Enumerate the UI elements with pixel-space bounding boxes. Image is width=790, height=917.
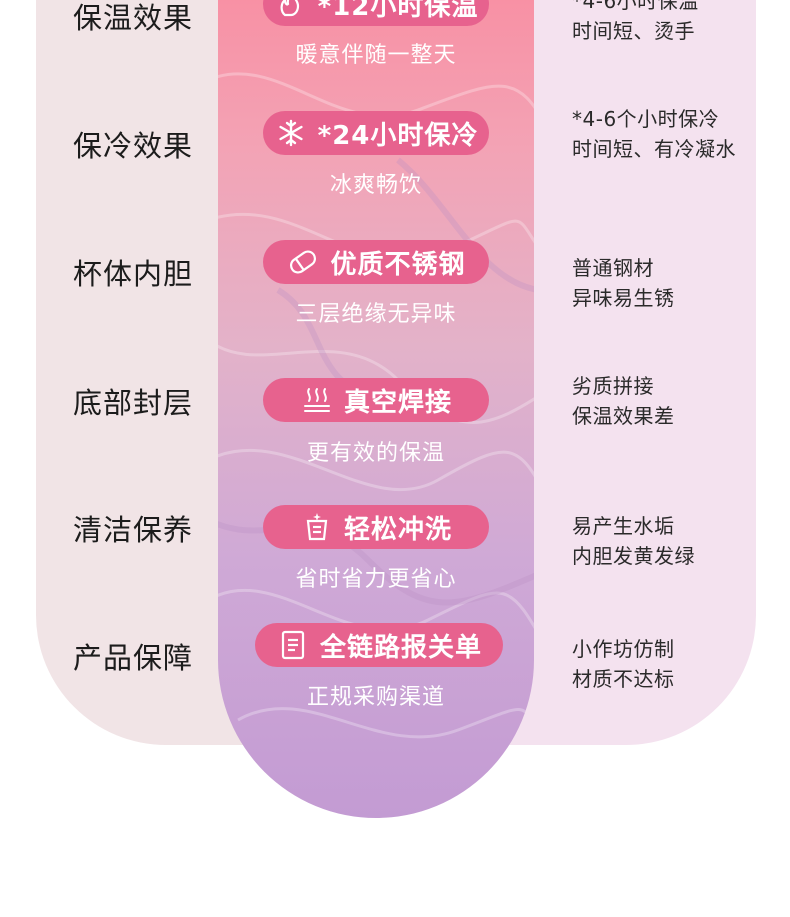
- sparkle-cup-icon: [300, 512, 334, 542]
- feature-pill-label: 优质不锈钢: [330, 249, 466, 280]
- competitor-text: *4-6小时保温 时间短、烫手: [572, 0, 772, 46]
- feature-subtitle: 正规采购渠道: [306, 685, 445, 710]
- row-label: 底部封层: [73, 386, 194, 420]
- competitor-line: 保温效果差: [572, 404, 675, 428]
- competitor-text: 易产生水垢 内胆发黄发绿: [572, 511, 772, 571]
- feature-pill: *24小时保冷: [263, 111, 489, 155]
- competitor-text: *4-6个小时保冷 时间短、有冷凝水: [572, 104, 772, 164]
- competitor-line: 时间短、有冷凝水: [572, 137, 736, 161]
- competitor-line: *4-6小时保温: [572, 0, 699, 13]
- row-label: 杯体内胆: [73, 257, 194, 291]
- competitor-line: *4-6个小时保冷: [572, 107, 720, 131]
- feature-pill-label: 全链路报关单: [319, 632, 482, 663]
- competitor-line: 异味易生锈: [572, 286, 675, 310]
- competitor-line: 易产生水垢: [572, 514, 675, 538]
- feature-pill-label: 真空焊接: [343, 387, 452, 418]
- competitor-text: 普通钢材 异味易生锈: [572, 253, 772, 313]
- competitor-line: 时间短、烫手: [572, 19, 695, 43]
- feature-pill: *12小时保温: [263, 0, 489, 26]
- feature-pill-label: 轻松冲洗: [343, 514, 452, 545]
- row-label: 保冷效果: [73, 129, 194, 163]
- row-label: 保温效果: [73, 1, 194, 35]
- competitor-line: 普通钢材: [572, 256, 654, 280]
- competitor-text: 劣质拼接 保温效果差: [572, 371, 772, 431]
- document-icon: [276, 630, 310, 660]
- feature-pill-label: *24小时保冷: [317, 120, 479, 151]
- flame-hand-icon: [274, 0, 308, 19]
- competitor-line: 劣质拼接: [572, 374, 654, 398]
- feature-pill: 全链路报关单: [255, 623, 503, 667]
- feature-pill: 轻松冲洗: [263, 505, 489, 549]
- feature-subtitle: 省时省力更省心: [295, 567, 457, 592]
- feature-subtitle: 更有效的保温: [306, 441, 445, 466]
- competitor-line: 材质不达标: [572, 667, 675, 691]
- competitor-line: 小作坊仿制: [572, 637, 675, 661]
- steel-cylinder-icon: [286, 247, 320, 277]
- feature-subtitle: 暖意伴随一整天: [295, 43, 457, 68]
- row-label: 产品保障: [73, 641, 194, 675]
- heat-waves-icon: [300, 385, 334, 415]
- snowflake-icon: [274, 118, 308, 148]
- feature-subtitle: 三层绝缘无异味: [295, 302, 457, 327]
- competitor-line: 内胆发黄发绿: [572, 544, 695, 568]
- row-label: 清洁保养: [73, 513, 194, 547]
- feature-pill: 真空焊接: [263, 378, 489, 422]
- feature-subtitle: 冰爽畅饮: [329, 173, 422, 198]
- feature-pill: 优质不锈钢: [263, 240, 489, 284]
- feature-pill-label: *12小时保温: [317, 0, 479, 22]
- competitor-text: 小作坊仿制 材质不达标: [572, 634, 772, 694]
